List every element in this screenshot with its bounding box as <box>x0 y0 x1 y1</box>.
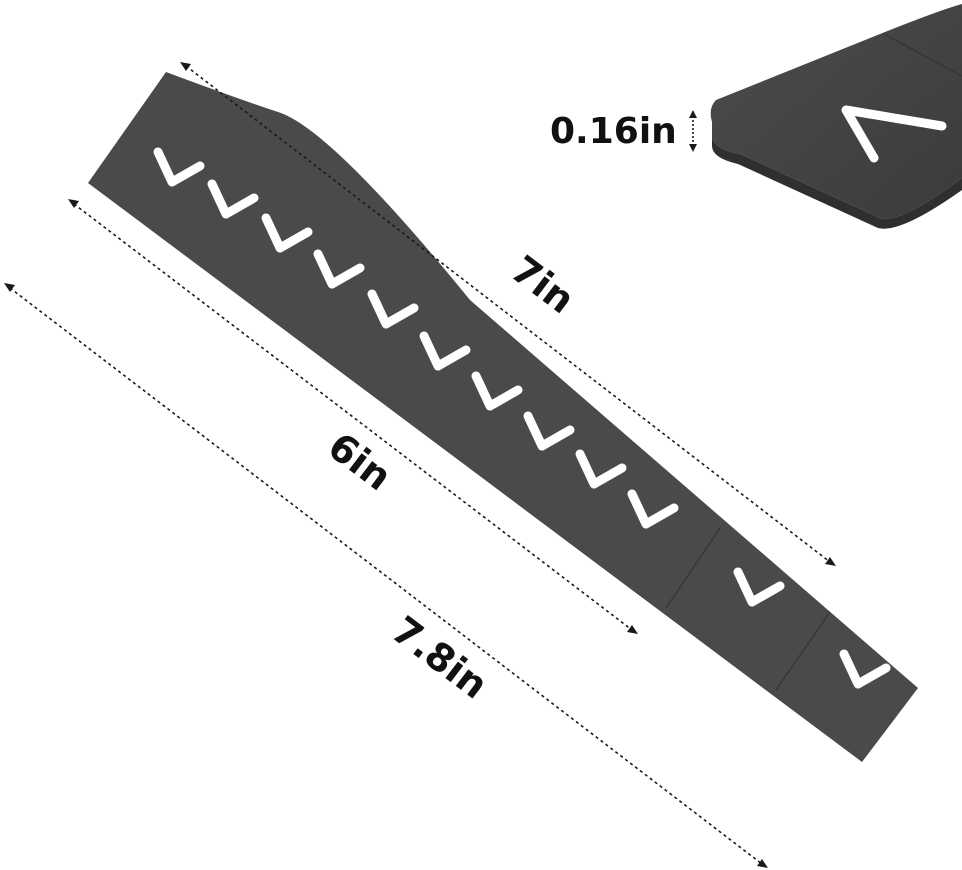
v-slot-icon <box>419 331 471 371</box>
dimension-label-thickness: 0.16in <box>550 111 677 152</box>
dimension-arrow-icon <box>825 557 836 566</box>
v-slot-icon <box>261 213 313 253</box>
v-slot-icon <box>733 567 785 607</box>
v-slot-icon <box>367 289 419 329</box>
v-slot-icon <box>839 649 891 689</box>
dimension-arrow-icon <box>68 199 79 208</box>
dimension-label-6in: 6in <box>320 424 400 499</box>
v-slot-icon <box>575 449 627 489</box>
segment-divider <box>883 33 962 77</box>
segment-divider <box>665 527 721 609</box>
segment-divider <box>775 611 831 691</box>
v-slot-icon <box>471 371 523 411</box>
v-slot-icon <box>841 105 947 163</box>
strap-body <box>88 72 918 762</box>
v-slot-icon <box>627 489 679 529</box>
v-slot-icon <box>523 411 575 451</box>
dimension-arrow-icon <box>689 144 697 152</box>
dimension-arrow-icon <box>180 62 191 71</box>
dimension-arrow-icon <box>627 625 638 634</box>
dimension-arrow-icon <box>689 110 697 118</box>
v-slot-icon <box>313 249 365 289</box>
strap-closeup <box>710 4 962 229</box>
dimension-thickness: 0.16in <box>550 110 697 152</box>
dimension-arrow-icon <box>4 283 15 292</box>
v-slot-icon <box>207 179 259 219</box>
dimension-label-7in: 7in <box>503 247 583 322</box>
v-slot-group <box>153 147 891 689</box>
dimension-label-7-8in: 7.8in <box>384 608 496 708</box>
v-slot-icon <box>153 147 205 187</box>
dimension-arrow-icon <box>757 859 768 868</box>
